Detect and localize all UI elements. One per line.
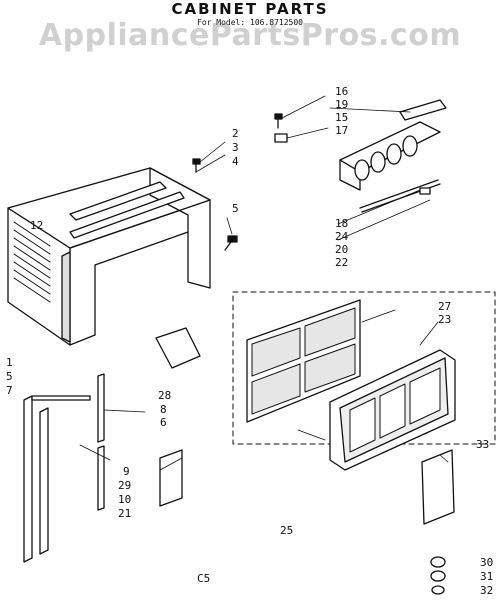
callout-22: 22 <box>335 256 349 269</box>
callout-5-upper: 5 <box>232 202 239 215</box>
callout-10: 10 <box>118 493 132 506</box>
callout-31: 31 <box>480 570 494 583</box>
bracket-28 <box>155 327 201 369</box>
callout-18: 18 <box>335 217 349 230</box>
callout-1: 1 <box>6 356 13 369</box>
callout-29: 29 <box>118 479 132 492</box>
callout-28: 28 <box>158 389 172 402</box>
callout-27: 27 <box>438 300 452 313</box>
control-knobs <box>430 556 446 595</box>
callout-30: 30 <box>480 556 494 569</box>
access-door <box>421 449 455 525</box>
watermark-text: AppliancePartsPros.com <box>38 18 462 53</box>
side-louvers <box>13 221 51 303</box>
callout-33: 33 <box>476 438 490 451</box>
callout-32: 32 <box>480 584 494 597</box>
callout-9: 9 <box>123 465 130 478</box>
diagram-code: C5 <box>197 572 211 585</box>
side-panel-7 <box>23 395 91 563</box>
mounting-angle-6 <box>97 445 105 511</box>
screw-16 <box>274 113 283 129</box>
clip-15 <box>274 133 288 143</box>
callout-6: 6 <box>160 416 167 429</box>
callout-21: 21 <box>118 507 132 520</box>
leader-lines <box>79 95 449 471</box>
callout-5-lower: 5 <box>6 370 13 383</box>
callout-3: 3 <box>232 141 239 154</box>
callout-17: 17 <box>335 124 349 137</box>
callout-4: 4 <box>232 155 239 168</box>
front-grille <box>329 349 456 471</box>
model-subtitle: For Model: 106.8712500 <box>197 18 303 27</box>
callout-23: 23 <box>438 313 452 326</box>
callout-7: 7 <box>6 384 13 397</box>
louver-assembly <box>339 99 447 213</box>
callout-24: 24 <box>335 230 349 243</box>
callout-8: 8 <box>160 403 167 416</box>
callout-20: 20 <box>335 243 349 256</box>
air-filter <box>246 299 361 423</box>
callout-25: 25 <box>280 524 294 537</box>
callout-19: 19 <box>335 98 349 111</box>
gasket-8 <box>97 373 105 443</box>
callout-16: 16 <box>335 85 349 98</box>
page-title: CABINET PARTS <box>171 0 329 18</box>
callout-15: 15 <box>335 111 349 124</box>
callout-12: 12 <box>30 219 44 232</box>
callout-2: 2 <box>232 127 239 140</box>
top-rail <box>69 181 185 239</box>
bracket-10 <box>159 449 183 507</box>
louver-blades <box>354 135 418 181</box>
screw-5-upper <box>224 235 238 251</box>
